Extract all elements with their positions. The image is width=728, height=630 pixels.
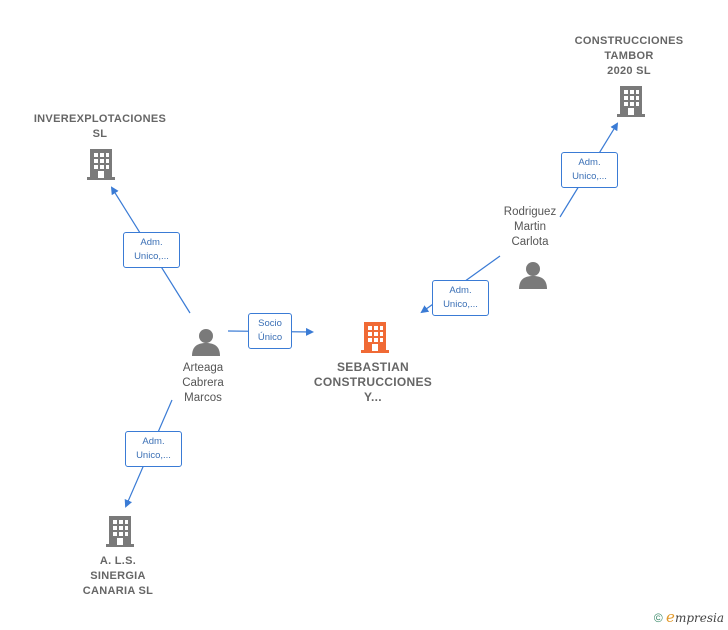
edge-label-line1: Socio: [258, 318, 282, 329]
edge-label-line2: Unico,...: [572, 171, 607, 182]
node-label-sinergia[interactable]: A. L.S. SINERGIA CANARIA SL: [82, 555, 154, 597]
brand-logo[interactable]: empresia: [666, 608, 724, 626]
edge-label-rodriguez-main[interactable]: Adm. Unico,...: [432, 280, 489, 316]
person-icon-arteaga[interactable]: [192, 329, 220, 356]
node-label-main[interactable]: SEBASTIAN CONSTRUCCIONES Y...: [313, 360, 433, 404]
edge-label-arteaga-inverexplotaciones[interactable]: Adm. Unico,...: [123, 232, 180, 268]
node-label-tambor[interactable]: CONSTRUCCIONES TAMBOR 2020 SL: [574, 35, 684, 77]
building-icon-tambor[interactable]: [617, 86, 645, 117]
building-icon-inverexplotaciones[interactable]: [87, 149, 115, 180]
edge-label-line1: Adm.: [578, 157, 601, 168]
edge-label-line1: Adm.: [142, 436, 165, 447]
node-label-arteaga[interactable]: Arteaga Cabrera Marcos: [182, 362, 224, 404]
edge-label-line2: Unico,...: [443, 299, 478, 310]
edge-label-rodriguez-tambor[interactable]: Adm. Unico,...: [561, 152, 618, 188]
edge-label-arteaga-main[interactable]: Socio Único: [248, 313, 292, 349]
node-label-rodriguez[interactable]: Rodriguez Martin Carlota: [503, 206, 557, 248]
building-icon-main[interactable]: [361, 322, 389, 353]
edge-label-line1: Adm.: [140, 237, 163, 248]
person-icon-rodriguez[interactable]: [519, 262, 547, 289]
brand-initial: e: [666, 608, 675, 626]
copyright-icon: ©: [653, 611, 663, 625]
edge-label-line2: Unico,...: [134, 251, 169, 262]
node-label-inverexplotaciones[interactable]: INVEREXPLOTACIONES SL: [33, 113, 167, 140]
edge-label-line2: Unico,...: [136, 450, 171, 461]
edge-label-line1: Adm.: [449, 285, 472, 296]
edge-label-arteaga-sinergia[interactable]: Adm. Unico,...: [125, 431, 182, 467]
brand-rest: mpresia: [674, 611, 724, 625]
building-icon-sinergia[interactable]: [106, 516, 134, 547]
edges: [110, 122, 619, 508]
footer-brand: © empresia: [654, 608, 724, 626]
edge-label-line2: Único: [257, 332, 283, 343]
